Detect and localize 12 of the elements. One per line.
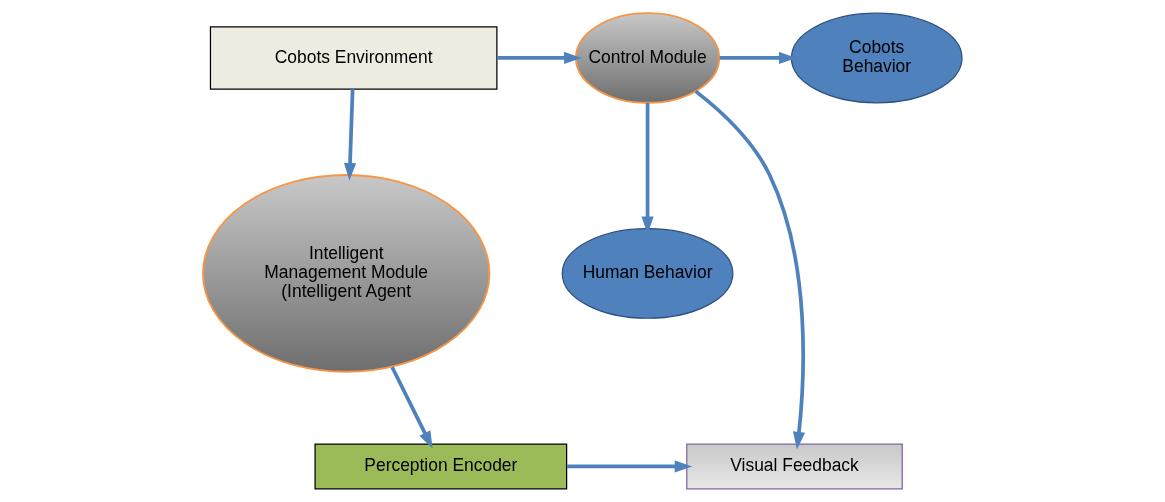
node-box: Perception Encoder xyxy=(314,443,568,490)
node-ellipse: Intelligent Management Module (Intelligent Agent xyxy=(202,174,491,373)
arrow xyxy=(343,89,357,181)
arrow xyxy=(497,51,582,65)
arrow xyxy=(390,366,433,449)
node-ellipse: Control Module xyxy=(575,12,721,104)
node-box: Visual Feedback xyxy=(686,443,903,490)
node-ellipse: Cobots Behavior xyxy=(790,12,963,104)
node-box: Cobots Environment xyxy=(209,26,498,90)
arrow xyxy=(694,89,806,450)
arrow xyxy=(566,460,693,473)
node-ellipse: Human Behavior xyxy=(561,227,734,319)
